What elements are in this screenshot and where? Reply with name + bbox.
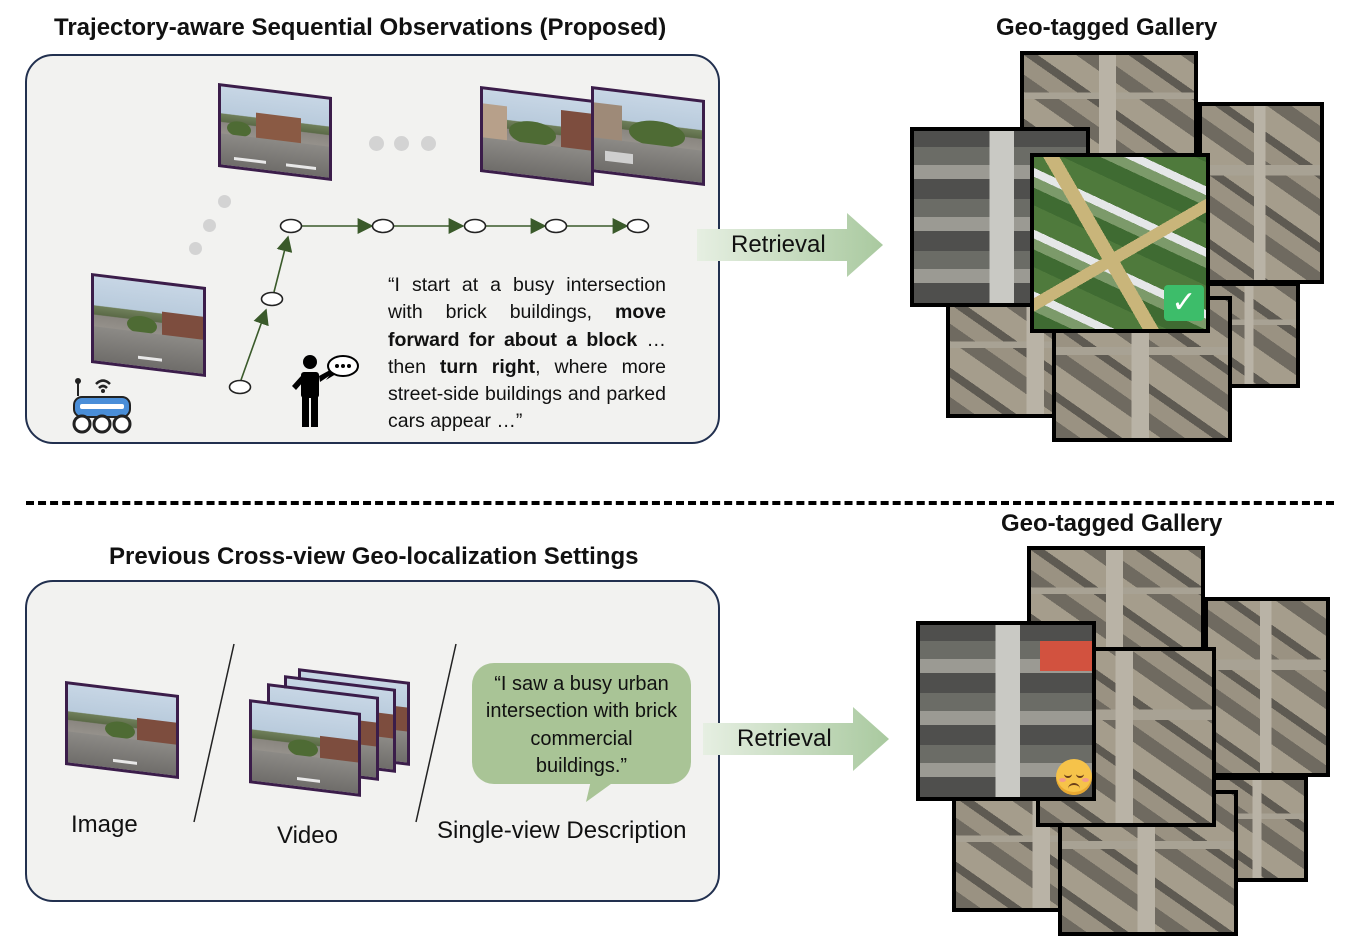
separator-line (193, 643, 235, 823)
retrieval-arrow (697, 213, 883, 277)
separator-line (415, 643, 457, 823)
quote-text: , where more street-side buildings and p… (388, 355, 667, 433)
trajectory-node (626, 218, 650, 234)
retrieval-label: Retrieval (737, 725, 832, 752)
trajectory-path (228, 218, 650, 395)
trajectory-node (279, 218, 303, 234)
ellipsis-dot (218, 195, 231, 208)
checkmark-icon: ✓ (1164, 285, 1204, 321)
retrieval-label: Retrieval (731, 231, 826, 258)
ellipsis-dot (203, 219, 216, 232)
sad-face-icon (1056, 759, 1092, 795)
ellipsis-dot (369, 136, 384, 151)
retrieved-wrong-satellite-tile (916, 621, 1096, 801)
bottom-section-title: Previous Cross-view Geo-localization Set… (109, 543, 639, 570)
quote-text: “I start at a busy intersection with bri… (388, 274, 666, 324)
trajectory-description-quote: “I start at a busy intersection with bri… (388, 272, 666, 436)
video-frame (249, 699, 361, 797)
top-gallery-title: Geo-tagged Gallery (996, 14, 1218, 41)
quote-text: … then (388, 328, 666, 378)
trajectory-node (463, 218, 487, 234)
ellipsis-dot (394, 136, 409, 151)
section-divider (26, 501, 1334, 505)
description-setting-label: Single-view Description (437, 817, 687, 844)
matched-satellite-tile: ✓ (1030, 153, 1210, 333)
ellipsis-dot (421, 136, 436, 151)
image-setting-label: Image (71, 811, 138, 838)
video-setting-label: Video (277, 822, 338, 849)
single-view-description-bubble: “I saw a busy urban intersection with br… (472, 663, 691, 784)
red-roof (1040, 641, 1092, 671)
bubble-tail (586, 776, 622, 802)
satellite-tile (1198, 102, 1324, 284)
robot-car-icon (72, 378, 132, 434)
bottom-gallery-title: Geo-tagged Gallery (1001, 510, 1223, 537)
trajectory-node (228, 379, 252, 395)
quote-emphasis: move forward for about a block (388, 301, 666, 351)
retrieval-arrow (703, 707, 889, 771)
description-bubble-text: “I saw a busy urban intersection with br… (485, 673, 678, 777)
trajectory-node (371, 218, 395, 234)
ellipsis-dot (189, 242, 202, 255)
top-section-title: Trajectory-aware Sequential Observations… (54, 14, 667, 41)
person-speaking-icon (292, 355, 359, 427)
quote-emphasis: turn right (439, 355, 536, 378)
trajectory-node (260, 291, 284, 307)
satellite-tile (1204, 597, 1330, 777)
single-image-photo (65, 681, 179, 779)
trajectory-node (544, 218, 568, 234)
